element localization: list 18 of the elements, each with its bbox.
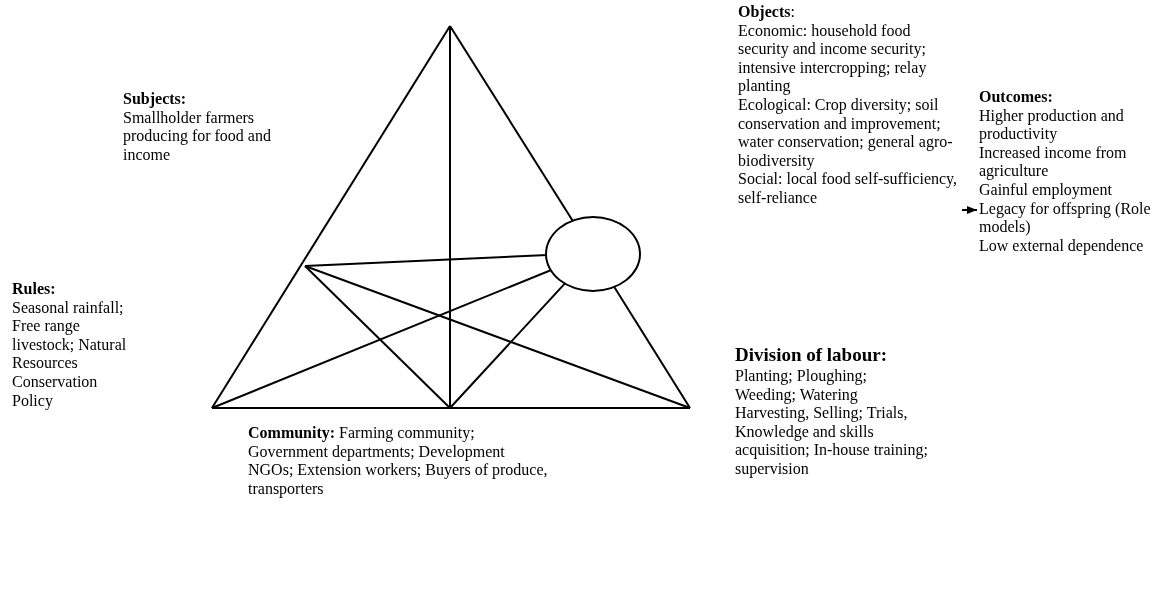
arrow — [961, 206, 978, 214]
body-text: Higher production and productivity — [979, 106, 1125, 144]
body-text: Low external dependence — [979, 236, 1145, 256]
body-text: Increased income from agriculture — [979, 143, 1128, 181]
heading-text: Outcomes: — [979, 88, 1054, 107]
heading-text: Division of labour: — [735, 343, 889, 367]
body-text: Smallholder farmers producing for food and income — [123, 108, 272, 165]
body-text: Economic: household food security and income security; intensive intercropping; relay planting — [738, 21, 928, 96]
body-text: Ecological: Crop diversity; soil conservation and improvement; water conservation; general agro-biodiversity — [738, 95, 954, 171]
heading-text: Subjects: — [123, 90, 188, 109]
body-text: Planting; Ploughing; Weeding; Watering Harvesting, Selling; Trials, Knowledge and skills acquisition; In-house training; supervision — [735, 367, 929, 479]
body-text: Social: local food self-sufficiency, self-reliance — [738, 170, 959, 208]
body-text: Seasonal rainfall; Free range livestock; Natural Resources Conservation Policy — [12, 298, 128, 411]
heading-text: Objects: — [738, 3, 796, 22]
body-text: Community: Farming community; Government departments; Development NGOs; Extension workers; Buyers of produce, transporters — [248, 424, 548, 499]
heading-text: Rules: — [12, 280, 57, 299]
body-text: Legacy for offspring (Role models) — [979, 199, 1152, 237]
body-text: Gainful employment — [979, 180, 1113, 200]
